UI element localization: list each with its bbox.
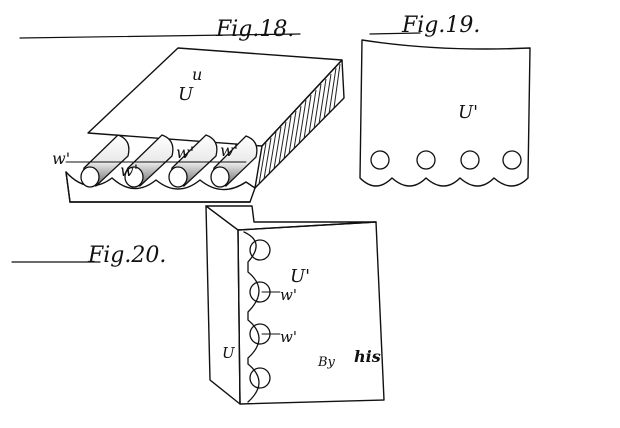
fig18-caption: Fig.18. xyxy=(215,17,294,42)
fig19-hole-3 xyxy=(460,150,480,170)
fig19-caption-rule xyxy=(369,32,421,35)
fig18-label-w2: w' xyxy=(120,161,138,180)
fig18-rod-1 xyxy=(80,134,130,188)
fig18-base-plate xyxy=(65,171,256,203)
signature-by: By xyxy=(317,355,336,370)
fig19-hole-1 xyxy=(370,150,390,170)
fig19-label-U-prime: U' xyxy=(458,102,478,123)
fig19-hole-2 xyxy=(416,150,436,170)
fig20-top-strip xyxy=(205,205,377,231)
fig20-side-face xyxy=(205,205,241,405)
fig18-label-w1: w' xyxy=(52,149,70,168)
fig18-base-left-edge xyxy=(65,171,71,203)
fig18-caption-rule xyxy=(19,33,301,39)
fig19-plate: U' xyxy=(359,39,531,187)
fig20-label-U-edge: U xyxy=(222,344,236,362)
fig20-label-U-prime: U' xyxy=(290,266,310,287)
fig20-scallop-edge xyxy=(243,231,260,403)
fig18-rod-4 xyxy=(210,135,258,188)
fig18-side-face xyxy=(254,59,345,189)
fig18-rod-3 xyxy=(168,134,218,188)
fig20-hole-1 xyxy=(249,239,271,261)
fig18-label-w4: w' xyxy=(220,141,238,160)
fig20-caption: Fig.20. xyxy=(87,243,166,268)
fig20-front-face xyxy=(237,221,385,405)
fig18-block: u U w' w' w' w' xyxy=(52,47,345,203)
fig18-label-U: U xyxy=(178,84,194,105)
fig19-caption: Fig.19. xyxy=(401,13,480,38)
fig18-rod-2 xyxy=(124,134,174,188)
fig20-hole-4 xyxy=(249,367,271,389)
fig18-label-w3: w' xyxy=(176,143,194,162)
fig20-label-w2: w' xyxy=(280,328,297,346)
fig20-label-w1: w' xyxy=(280,286,297,304)
fig18-side-hatching xyxy=(258,63,341,185)
fig20-block: U' w' w' U By his xyxy=(205,205,385,405)
signature-his: his xyxy=(354,347,381,366)
fig18-top-face xyxy=(87,47,343,147)
fig19-hole-4 xyxy=(502,150,522,170)
fig18-label-u: u xyxy=(192,65,202,84)
fig19-plate-outline xyxy=(359,39,531,187)
